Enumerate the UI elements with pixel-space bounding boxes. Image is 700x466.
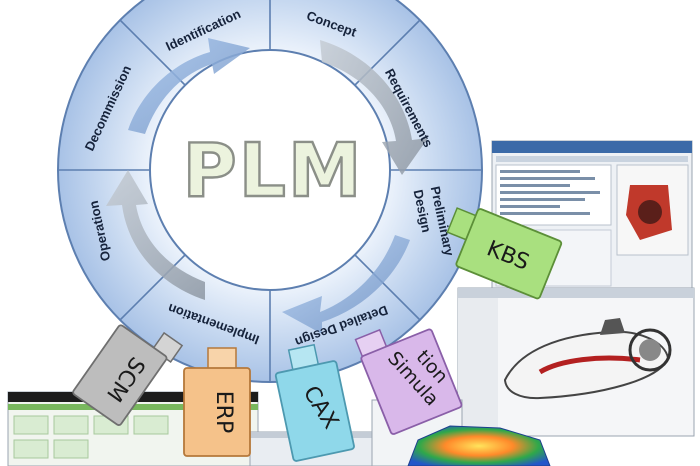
lifecycle-flow-arrows [106, 38, 428, 334]
scm-module: SCM [72, 324, 184, 426]
simulation-module: Simula tion [354, 328, 463, 435]
cax-module: CAX [274, 343, 355, 462]
cad-render-screenshot [457, 287, 695, 437]
erp-label: ERP [211, 391, 236, 433]
arrow-detailed-design [282, 235, 410, 334]
arrow-decommission-to-identification [128, 38, 250, 134]
simulation-heatmap-render [407, 425, 551, 466]
arrow-concept-to-requirements [320, 40, 428, 175]
plm-center-title: PLM [182, 128, 363, 214]
arrow-implementation-to-operation [106, 170, 205, 300]
kbs-module: KBS [446, 207, 563, 300]
erp-module: ERP [183, 347, 251, 457]
